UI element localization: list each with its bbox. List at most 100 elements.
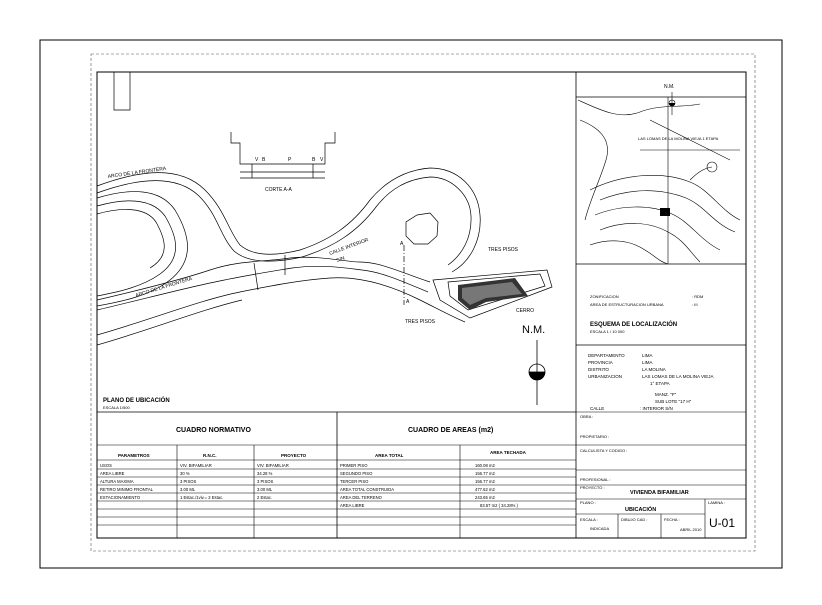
ca-row-2-label: TERCER PISO (340, 479, 369, 484)
cn-row-3-col-0: RETIRO MINIMO FRONTAL (100, 487, 154, 492)
key-map-title: ESQUEMA DE LOCALIZACIÓN (590, 320, 677, 328)
cn-row-4-col-0: ESTACIONAMIENTO (100, 495, 141, 500)
loc-manzana: MANZ. "F" (655, 392, 677, 397)
cn-row-2-col-2: 3 PISOS (257, 479, 273, 484)
section-label-b1: B (262, 157, 266, 163)
key-map-north-label: N.M. (664, 84, 675, 90)
tb-proyecto-value: VIVIENDA BIFAMILIAR (630, 490, 689, 496)
cut-label-top: A (400, 241, 404, 247)
loc-value-distrito: LA MOLINA (642, 367, 666, 372)
cut-label-bottom: A (406, 299, 410, 305)
tb-propietario-label: PROPIETARIO : (580, 434, 609, 439)
loc-label-provincia: PROVINCIA (588, 360, 613, 365)
tres-pisos-top: TRES PISOS (488, 247, 519, 253)
tb-plano-label: PLANO : (580, 500, 596, 505)
cn-row-2-col-0: ALTURA MAXIMA (100, 479, 134, 484)
drawing-frame (96, 71, 747, 539)
cn-row-4-col-1: 1 Estac./1viv.= 2 Estac. (180, 495, 223, 500)
plan-scale: ESCALA 1/500 (103, 405, 130, 410)
cn-row-0-col-0: USOS (100, 463, 112, 468)
cn-header-parametros: PARAMETROS (118, 453, 150, 458)
cn-header-proyecto: PROYECTO (281, 453, 307, 458)
loc-calle-value: : INTERIOR S/N (640, 406, 673, 411)
cn-row-0-col-1: VIV. BIFAMILIAR (180, 463, 212, 468)
cuadro-normativo-title: CUADRO NORMATIVO (176, 427, 251, 434)
key-map-area-label: LAS LOMAS DE LA MOLINA VIEJA 1 ETAPA (638, 136, 719, 141)
north-arrow-icon (528, 340, 546, 405)
ca-row-3-value: 477.62 m2 (475, 487, 495, 492)
ca-row-4-label: AREA DEL TERRENO (340, 495, 383, 500)
cn-row-1-col-2: 34.28 % (257, 471, 273, 476)
tb-proyecto-label: PROYECTO : (580, 485, 605, 490)
section-label-b2: B (312, 157, 316, 163)
tb-dibujo-label: DIBUJO CAD : (621, 517, 647, 522)
outer-sheet-border (39, 39, 783, 569)
ca-header-area-techada: AREA TECHADA (490, 450, 527, 455)
street-label-lower: ARCO DE LA FRONTERA (135, 276, 194, 299)
tb-calculista-label: CALCULISTA Y CODIGO : (580, 448, 627, 453)
cuadro-normativo-grid (97, 444, 337, 538)
loc-value-departamento: LIMA (642, 353, 653, 358)
ca-row-1-label: SEGUNDO PISO (340, 471, 373, 476)
tb-profesional-label: PROFESIONAL : (580, 477, 611, 482)
cuadro-areas-title: CUADRO DE AREAS (m2) (408, 427, 493, 434)
section-label-v2: V (320, 157, 324, 163)
cn-row-0-col-2: VIV. BIFAMILIAR (257, 463, 289, 468)
tres-pisos-bottom: TRES PISOS (405, 319, 436, 325)
section-title: CORTE A-A (265, 187, 293, 193)
estructuracion-label: AREA DE ESTRUCTURACION URBANA (590, 302, 664, 307)
ca-row-4-value: 243.65 m2 (475, 495, 495, 500)
ca-row-3-label: AREA TOTAL CONSTRUIDA (340, 487, 394, 492)
estructuracion-value: : III (692, 302, 698, 307)
calle-label: CALLE INTERIOR (329, 237, 370, 257)
site-plan (96, 72, 553, 346)
tb-escala-label: ESCALA : (580, 517, 598, 522)
north-label: N.M. (522, 324, 545, 336)
tb-escala-value: INDICADA (590, 526, 609, 531)
loc-lote: SUB LOTE "17 H" (655, 399, 692, 404)
street-label-upper: ARCO DE LA FRONTERA (107, 166, 167, 180)
cn-header-rnc: R.N.C. (203, 453, 217, 458)
tb-obra-label: OBRA : (580, 414, 593, 419)
cuadro-areas-grid (337, 444, 576, 538)
tb-lamina-label: LAMINA : (708, 500, 725, 505)
tb-fecha-value: ABRIL 2010 (680, 527, 702, 532)
section-label-v1: V (255, 157, 259, 163)
section-sketch (230, 132, 336, 179)
ca-row-5-label: AREA LIBRE (340, 503, 365, 508)
ca-row-5-value: 83.57 m2 ( 34.28% ) (480, 503, 519, 508)
tb-plano-value: UBICACIÓN (625, 505, 656, 513)
cn-row-2-col-1: 3 PISOS (180, 479, 196, 484)
ca-row-2-value: 156.77 m2 (475, 479, 495, 484)
ca-row-0-value: 160.08 m2 (475, 463, 495, 468)
key-map (576, 92, 746, 346)
calle-sub-label: S/N (336, 255, 346, 264)
building-footprint (458, 278, 528, 310)
cn-row-1-col-0: AREA LIBRE (100, 471, 125, 476)
cn-row-4-col-2: 2 Estac. (257, 495, 272, 500)
title-block-grid (576, 411, 746, 538)
plan-title: PLANO DE UBICACIÓN (103, 396, 170, 404)
ca-row-1-value: 156.77 m2 (475, 471, 495, 476)
dashed-frame (90, 53, 756, 552)
loc-calle-label: CALLE (590, 406, 604, 411)
loc-label-departamento: DEPARTAMENTO (588, 353, 625, 358)
cn-row-3-col-2: 3.00 ML (257, 487, 273, 492)
loc-label-urbanizacion: URBANIZACION (588, 374, 622, 379)
zonificacion-label: ZONIFICACION (590, 294, 619, 299)
key-map-scale: ESCALA 1 / 10 000 (590, 329, 625, 334)
tb-fecha-label: FECHA : (664, 517, 680, 522)
cerro-label: CERRO (516, 308, 534, 314)
tb-sheet-number: U-01 (709, 516, 735, 530)
loc-value-urbanizacion: LAS LOMAS DE LA MOLINA VIEJA (642, 374, 714, 379)
ca-row-0-label: PRIMER PISO (340, 463, 368, 468)
ca-header-area-total: AREA TOTAL (375, 453, 404, 458)
loc-value-provincia: LIMA (642, 360, 653, 365)
cn-row-1-col-1: 30 % (180, 471, 190, 476)
zonificacion-value: : RDM (692, 294, 703, 299)
key-map-north-icon (668, 92, 676, 115)
cn-row-3-col-1: 3.00 ML (180, 487, 196, 492)
loc-label-distrito: DISTRITO (588, 367, 609, 372)
loc-etapa: 1° ETAPA (650, 381, 670, 386)
